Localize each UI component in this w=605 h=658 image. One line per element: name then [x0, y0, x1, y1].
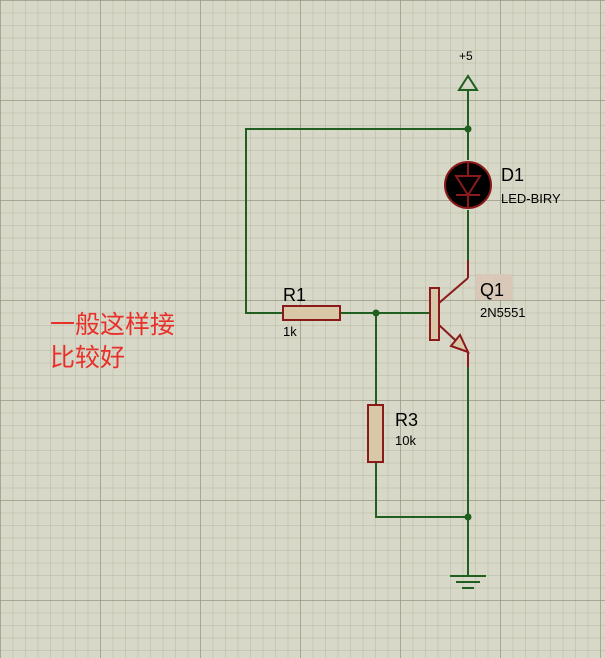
r1-body: [282, 305, 341, 321]
r3-ref-label: R3: [395, 410, 418, 430]
r1-value-label: 1k: [283, 324, 297, 339]
resistor-r3[interactable]: R3 10k: [367, 404, 418, 463]
r1-ref-label: R1: [283, 285, 306, 305]
q1-value-label: 2N5551: [480, 305, 526, 320]
junction-dot: [372, 309, 380, 317]
junction-dot: [464, 513, 472, 521]
power-label: +5: [459, 49, 473, 63]
emitter-arrow-icon: [449, 333, 470, 354]
collector-lead: [438, 277, 469, 304]
ground-terminal[interactable]: [450, 575, 486, 589]
q1-ref-label: Q1: [480, 280, 504, 300]
annotation-line-2: 比较好: [50, 343, 126, 372]
power-terminal[interactable]: +5: [457, 49, 479, 91]
wire-r3-to-ground[interactable]: [375, 462, 468, 518]
resistor-r1[interactable]: R1 1k: [282, 285, 341, 339]
r3-body: [367, 404, 384, 463]
transistor-q1[interactable]: Q1 2N5551: [429, 260, 526, 367]
junction-dot: [464, 125, 472, 133]
wire-vcc-to-r1[interactable]: [245, 128, 468, 314]
led-d1[interactable]: D1 LED-BIRY: [444, 161, 561, 209]
r3-value-label: 10k: [395, 433, 416, 448]
annotation-line-1: 一般这样接: [50, 310, 176, 339]
power-arrow-icon: [457, 74, 479, 91]
d1-value-label: LED-BIRY: [501, 191, 561, 206]
transistor-base-bar: [429, 287, 440, 341]
d1-ref-label: D1: [501, 165, 524, 185]
annotation-note: 一般这样接 比较好: [50, 308, 175, 374]
junctions: [372, 125, 472, 521]
q1-highlight: [476, 274, 512, 300]
